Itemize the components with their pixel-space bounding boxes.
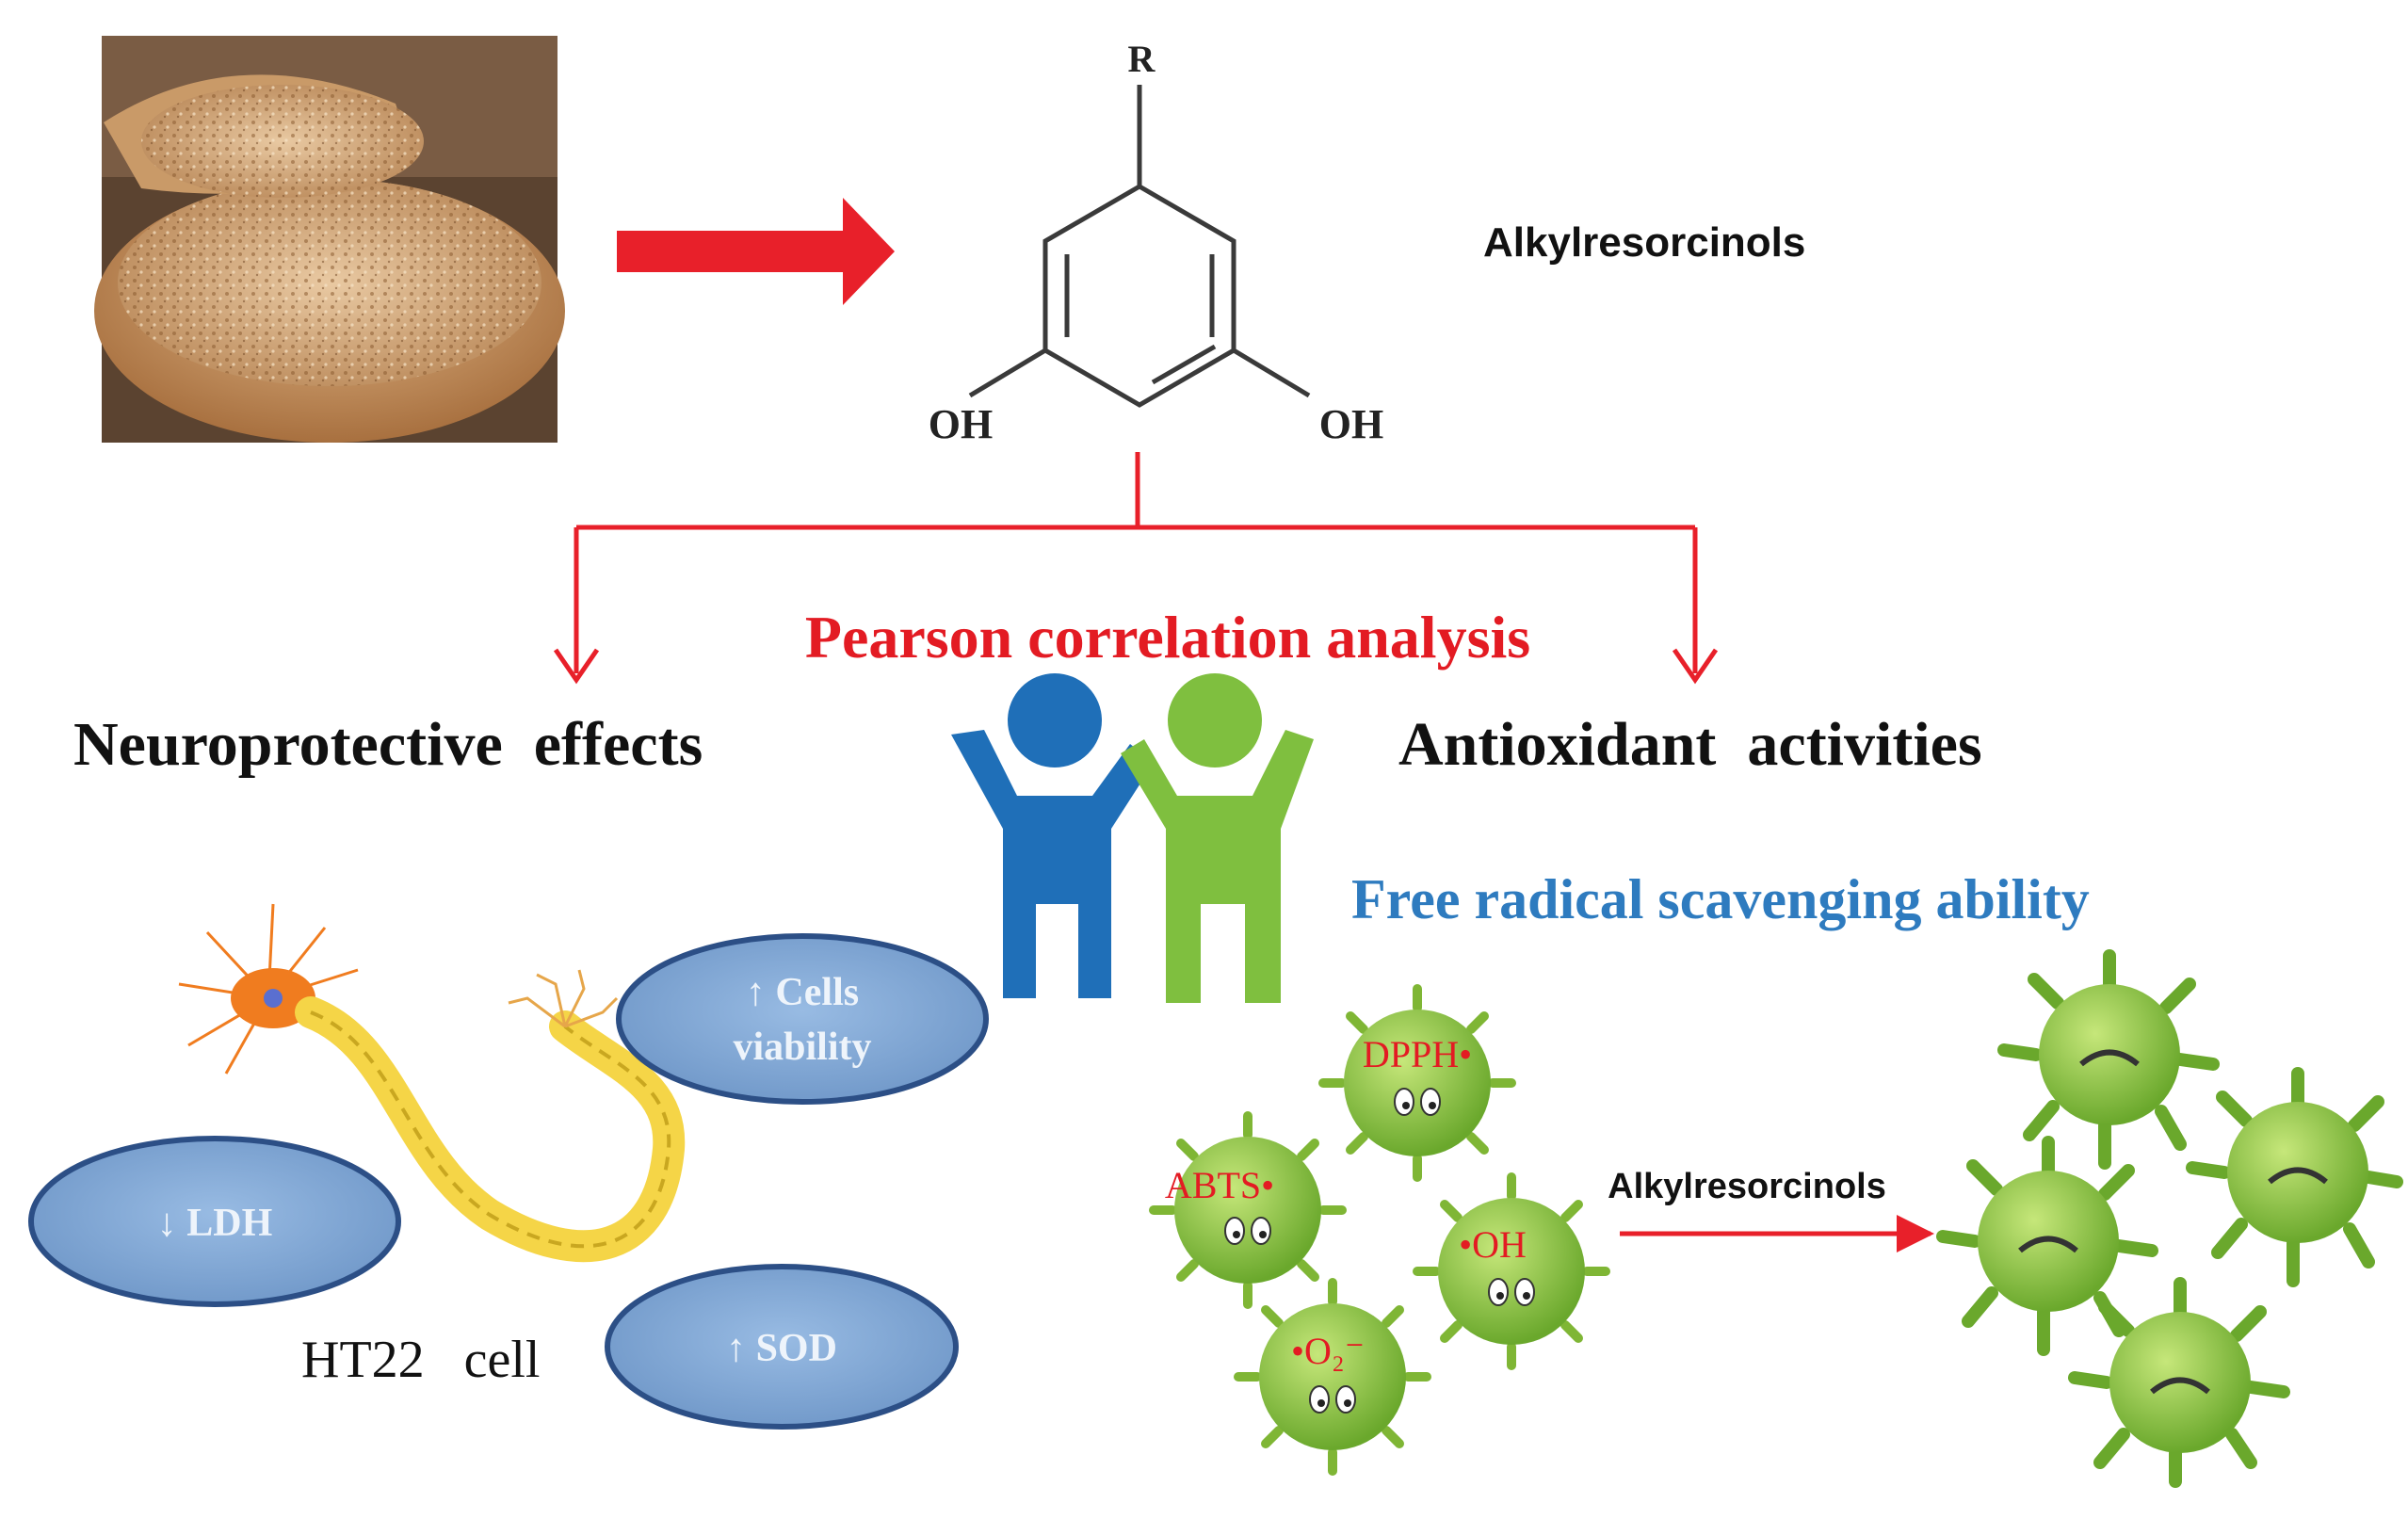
oh-radical-label: •OH <box>1459 1223 1527 1266</box>
free-radical-virus-icon <box>1149 1111 1347 1309</box>
dpph-label: DPPH• <box>1363 1033 1472 1075</box>
scavenged-radical-icon <box>1936 1136 2158 1356</box>
free-radical-virus-icon <box>1234 1278 1431 1476</box>
sod-label: ↑ SOD <box>726 1327 837 1370</box>
scavenged-radical-icon <box>2068 1277 2290 1488</box>
free-radical-dpph: DPPH• <box>1318 984 1516 1182</box>
molecule-name: Alkylresorcinols <box>1483 219 1805 266</box>
oh-left-label: OH <box>929 401 993 447</box>
scavenging-ability-label: Free radical scavenging ability <box>1351 868 2090 930</box>
ht22-cell-label: HT22 cell <box>301 1331 540 1389</box>
o2-radical-label: •O₂⁻ <box>1291 1330 1365 1372</box>
branch-connector <box>553 452 1719 685</box>
treatment-label: Alkylresorcinols <box>1608 1167 1886 1206</box>
oh-right-label: OH <box>1319 401 1383 447</box>
alkylresorcinol-structure <box>968 85 1311 408</box>
process-arrow <box>617 198 895 305</box>
free-radical-abts: ABTS• <box>1149 1111 1347 1309</box>
two-people-icon <box>951 673 1314 1003</box>
free-radical-oh: •OH <box>1413 1172 1610 1370</box>
ldh-marker: ↓ LDH <box>28 1136 401 1307</box>
cells-viability-line1: ↑ Cells <box>746 971 859 1014</box>
scavenged-radicals <box>1936 949 2403 1488</box>
neuroprotective-heading: Neuroprotective effects <box>73 710 703 779</box>
axon-terminals <box>508 969 619 1028</box>
free-radical-virus-icon <box>1413 1172 1610 1370</box>
wheat-bran-photo <box>94 36 565 443</box>
person-green <box>1121 673 1314 1003</box>
free-radical-o2: •O₂⁻ <box>1234 1278 1431 1476</box>
cells-viability-line2: viability <box>733 1026 871 1069</box>
ldh-label: ↓ LDH <box>157 1202 273 1245</box>
cells-viability-marker: ↑ Cells viability <box>616 933 989 1105</box>
r-substituent-label: R <box>1128 38 1156 80</box>
neuron-icon <box>178 903 686 1263</box>
person-blue <box>951 673 1154 998</box>
sod-marker: ↑ SOD <box>605 1264 959 1430</box>
myelin-segments <box>310 1010 671 1249</box>
scavenged-radical-icon <box>2186 1067 2403 1287</box>
scavenged-radical-icon <box>1997 949 2220 1170</box>
analysis-title: Pearson correlation analysis <box>805 604 1530 671</box>
neuron-nucleus <box>264 989 283 1008</box>
free-radical-virus-icon <box>1318 984 1516 1182</box>
abts-label: ABTS• <box>1165 1164 1274 1206</box>
bran-bowl-icon <box>94 74 565 443</box>
antioxidant-heading: Antioxidant activities <box>1398 710 1982 779</box>
